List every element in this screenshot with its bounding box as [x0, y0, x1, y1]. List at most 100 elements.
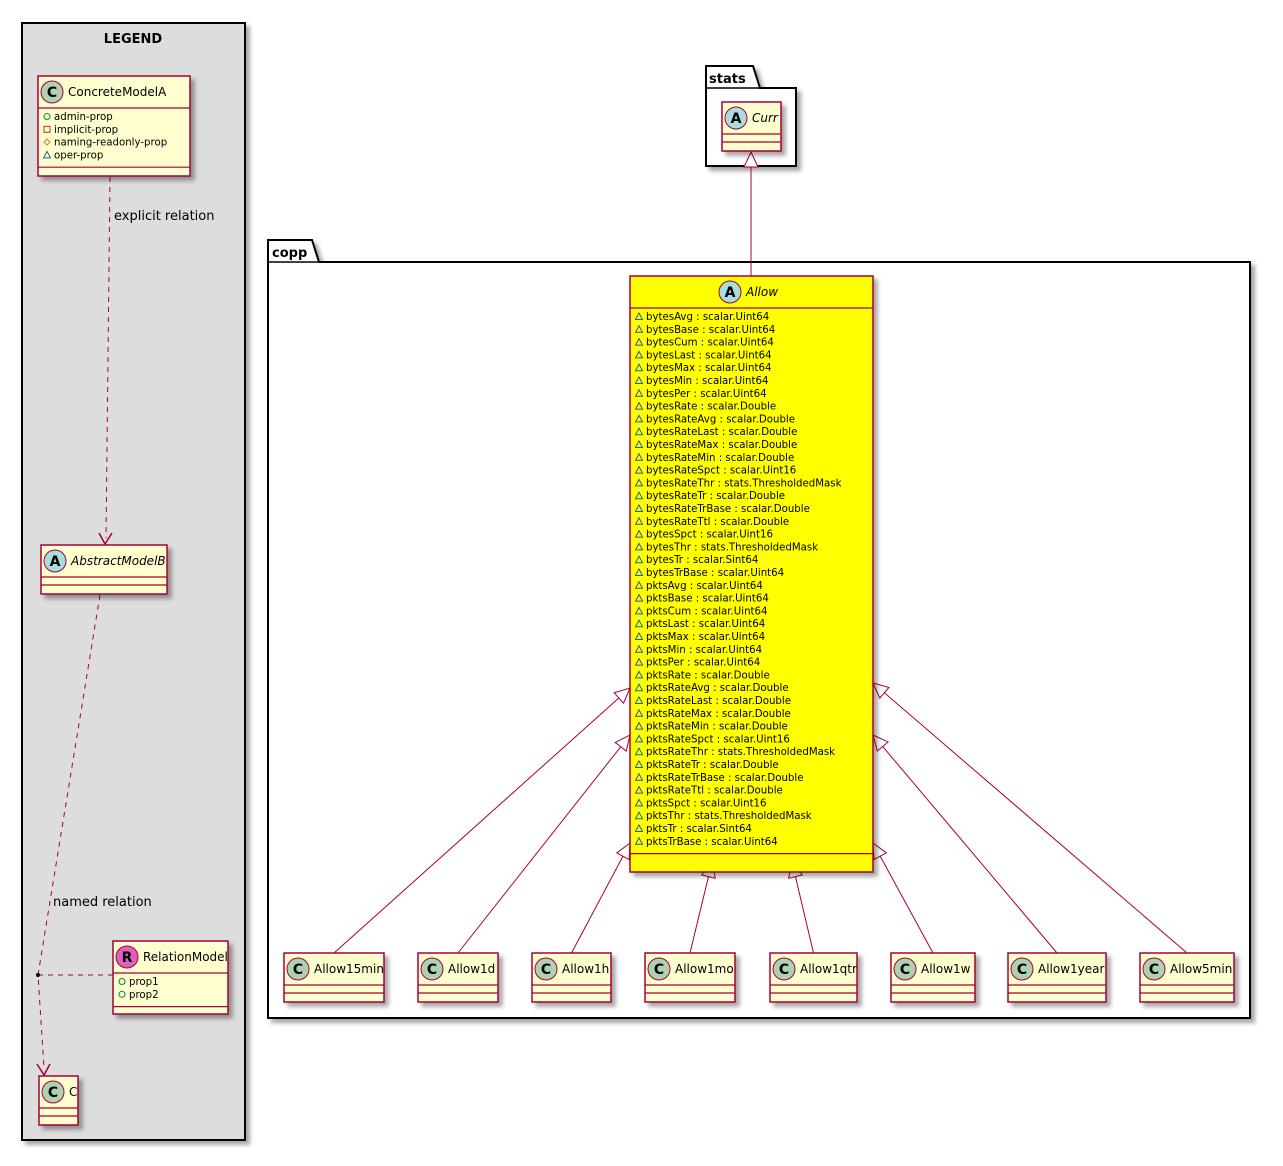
- class-attribute: pktsRateTtl : scalar.Double: [646, 786, 783, 797]
- class-attribute: bytesLast : scalar.Uint64: [646, 350, 772, 361]
- open-arrowhead-icon: [36, 1063, 51, 1077]
- class-box: [629, 275, 874, 873]
- class-attribute: pktsRateMax : scalar.Double: [646, 709, 791, 720]
- package-visibility-icon: [634, 414, 644, 423]
- stereotype-c-icon: [893, 957, 917, 981]
- stereotype-letter: C: [1149, 962, 1159, 978]
- package-visibility-icon: [634, 516, 644, 525]
- stereotype-letter: C: [900, 962, 910, 978]
- class-attribute: prop1: [129, 977, 159, 988]
- package-visibility-icon: [634, 785, 644, 794]
- package-visibility-icon: [634, 542, 644, 551]
- class-attribute: pktsTr : scalar.Sint64: [646, 824, 752, 835]
- stereotype-c-icon: [1010, 957, 1034, 981]
- class-name: RelationModel: [143, 950, 228, 964]
- named-relation-label: named relation: [53, 895, 152, 910]
- private-visibility-icon: [43, 125, 51, 133]
- stereotype-c-icon: [772, 957, 796, 981]
- class-attribute: bytesRate : scalar.Double: [646, 402, 776, 413]
- class-attribute: bytesThr : stats.ThresholdedMask: [646, 542, 818, 553]
- class-name: Allow1mo: [675, 962, 734, 976]
- package-visibility-icon: [634, 375, 644, 384]
- package-visibility-icon: [634, 555, 644, 564]
- inheritance-edge-allow1mo: [689, 876, 709, 954]
- package-visibility-icon: [634, 529, 644, 538]
- stereotype-letter: C: [541, 962, 551, 978]
- package-visibility-icon: [634, 606, 644, 615]
- public-visibility-icon: [118, 990, 126, 998]
- package-visibility-icon: [634, 631, 644, 640]
- package-visibility-icon: [634, 683, 644, 692]
- class-attribute: bytesBase : scalar.Uint64: [646, 325, 775, 336]
- class-name: Curr: [752, 111, 779, 125]
- class-attribute: pktsMin : scalar.Uint64: [646, 645, 762, 656]
- class-attribute: bytesPer : scalar.Uint64: [646, 389, 767, 400]
- class-attribute: naming-readonly-prop: [54, 138, 167, 149]
- class-attribute: bytesRateMin : scalar.Double: [646, 453, 794, 464]
- package-visibility-icon: [634, 734, 644, 743]
- class-attribute: pktsRate : scalar.Double: [646, 670, 770, 681]
- inheritance-edge-allow1qtr: [794, 876, 814, 954]
- package-visibility-icon: [634, 708, 644, 717]
- package-visibility-icon: [634, 388, 644, 397]
- package-visibility-icon: [634, 772, 644, 781]
- class-attribute: pktsRateSpct : scalar.Uint16: [646, 734, 790, 745]
- stereotype-r-icon: [115, 945, 139, 969]
- package-visibility-icon: [634, 619, 644, 628]
- inheritance-edge-allow1d: [457, 746, 622, 954]
- explicit-relation-edge: [105, 176, 111, 539]
- open-arrowhead-icon: [98, 532, 113, 546]
- class-name: Allow1year: [1038, 962, 1105, 976]
- class-attribute: pktsRateAvg : scalar.Double: [646, 683, 789, 694]
- stereotype-a-icon: [724, 106, 748, 130]
- protected-visibility-icon: [43, 138, 51, 146]
- stereotype-letter: C: [779, 962, 789, 978]
- class-name: AbstractModelB: [70, 554, 166, 568]
- class-attribute: bytesMin : scalar.Uint64: [646, 376, 768, 387]
- package-visibility-icon: [634, 670, 644, 679]
- package-visibility-icon: [634, 695, 644, 704]
- inheritance-edge-allow1w: [879, 855, 934, 954]
- class-attribute: pktsLast : scalar.Uint64: [646, 619, 765, 630]
- stereotype-letter: C: [654, 962, 664, 978]
- package-visibility-icon: [634, 823, 644, 832]
- class-attribute: pktsTrBase : scalar.Uint64: [646, 837, 778, 848]
- inheritance-edge-allow1year: [882, 746, 1058, 954]
- class-attribute: bytesAvg : scalar.Uint64: [646, 312, 769, 323]
- class-attribute: bytesRateAvg : scalar.Double: [646, 414, 795, 425]
- class-attribute: bytesCum : scalar.Uint64: [646, 338, 774, 349]
- package-visibility-icon: [634, 401, 644, 410]
- package-visibility-icon: [634, 478, 644, 487]
- class-attribute: pktsThr : stats.ThresholdedMask: [646, 811, 812, 822]
- class-name: Allow15min: [314, 962, 384, 976]
- class-name: Allow: [745, 285, 778, 299]
- class-attribute: pktsRateThr : stats.ThresholdedMask: [646, 747, 835, 758]
- stereotype-c-icon: [647, 957, 671, 981]
- class-attribute: bytesTr : scalar.Sint64: [646, 555, 758, 566]
- class-name: Allow1h: [562, 962, 609, 976]
- stereotype-c-icon: [41, 1080, 65, 1104]
- package-visibility-icon: [634, 657, 644, 666]
- package-visibility-icon: [634, 747, 644, 756]
- package-visibility-icon: [634, 798, 644, 807]
- class-allow1mo: C Allow1mo: [644, 952, 736, 1003]
- class-attribute: pktsCum : scalar.Uint64: [646, 606, 768, 617]
- class-attribute: pktsRateMin : scalar.Double: [646, 722, 788, 733]
- package-visibility-icon: [634, 580, 644, 589]
- class-attribute: admin-prop: [54, 112, 113, 123]
- class-name: Allow5min: [1170, 962, 1232, 976]
- class-name: Allow1qtr: [800, 962, 857, 976]
- class-name: Allow1w: [921, 962, 971, 976]
- stereotype-c-icon: [1142, 957, 1166, 981]
- package-visibility-icon: [634, 452, 644, 461]
- package-visibility-icon: [634, 324, 644, 333]
- class-attribute: pktsPer : scalar.Uint64: [646, 658, 760, 669]
- package-visibility-icon: [634, 593, 644, 602]
